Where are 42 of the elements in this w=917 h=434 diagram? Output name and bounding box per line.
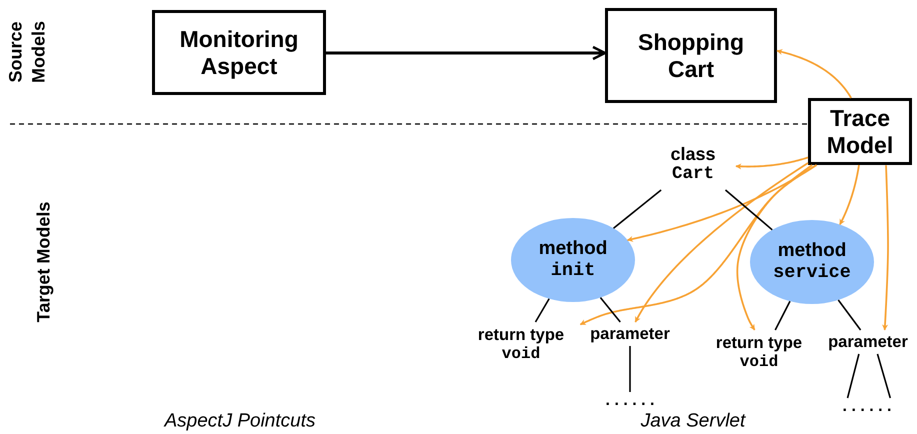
element-kind: . . . . . . [842, 398, 892, 416]
model-box [808, 98, 912, 165]
caption-label: AspectJ Pointcuts [164, 410, 316, 434]
code-name: void [740, 353, 778, 372]
caption-label: Java Servlet [640, 410, 746, 434]
box-title: Monitoring Aspect [178, 26, 300, 79]
element-kind: return type [478, 326, 564, 346]
model-box [152, 10, 326, 95]
tree-line [534, 298, 550, 322]
arrow [627, 164, 818, 242]
element-kind: return type [716, 334, 802, 354]
tree-line [774, 300, 791, 330]
arrow [326, 46, 606, 60]
box-title: Shopping Cart [636, 29, 746, 82]
section-label: Target Models [32, 202, 54, 322]
code-name: Cart [672, 164, 714, 184]
element-kind: parameter [828, 332, 908, 352]
tree-line [629, 346, 631, 392]
section-label: Source Models [4, 20, 50, 86]
element-kind: method [778, 240, 846, 262]
box-title: Trace Model [826, 105, 894, 158]
code-name: service [773, 262, 851, 284]
arrow [839, 164, 860, 226]
element-kind: . . . . . . [606, 392, 654, 410]
model-box [605, 8, 777, 103]
tree-line [613, 189, 662, 229]
code-name: void [502, 345, 540, 364]
tree-line [600, 297, 621, 322]
element-kind: method [538, 238, 608, 260]
tree-line [838, 300, 862, 330]
code-name: init [550, 260, 596, 282]
tree-line [724, 189, 773, 230]
element-kind: class [670, 144, 716, 164]
element-kind: parameter [590, 324, 670, 344]
arrow [580, 164, 817, 326]
tree-line [876, 354, 892, 398]
arrow [882, 164, 889, 330]
arrow [736, 164, 813, 330]
arrow [634, 162, 808, 323]
tree-line [846, 354, 860, 398]
arrow [776, 49, 852, 98]
arrow [735, 156, 808, 170]
